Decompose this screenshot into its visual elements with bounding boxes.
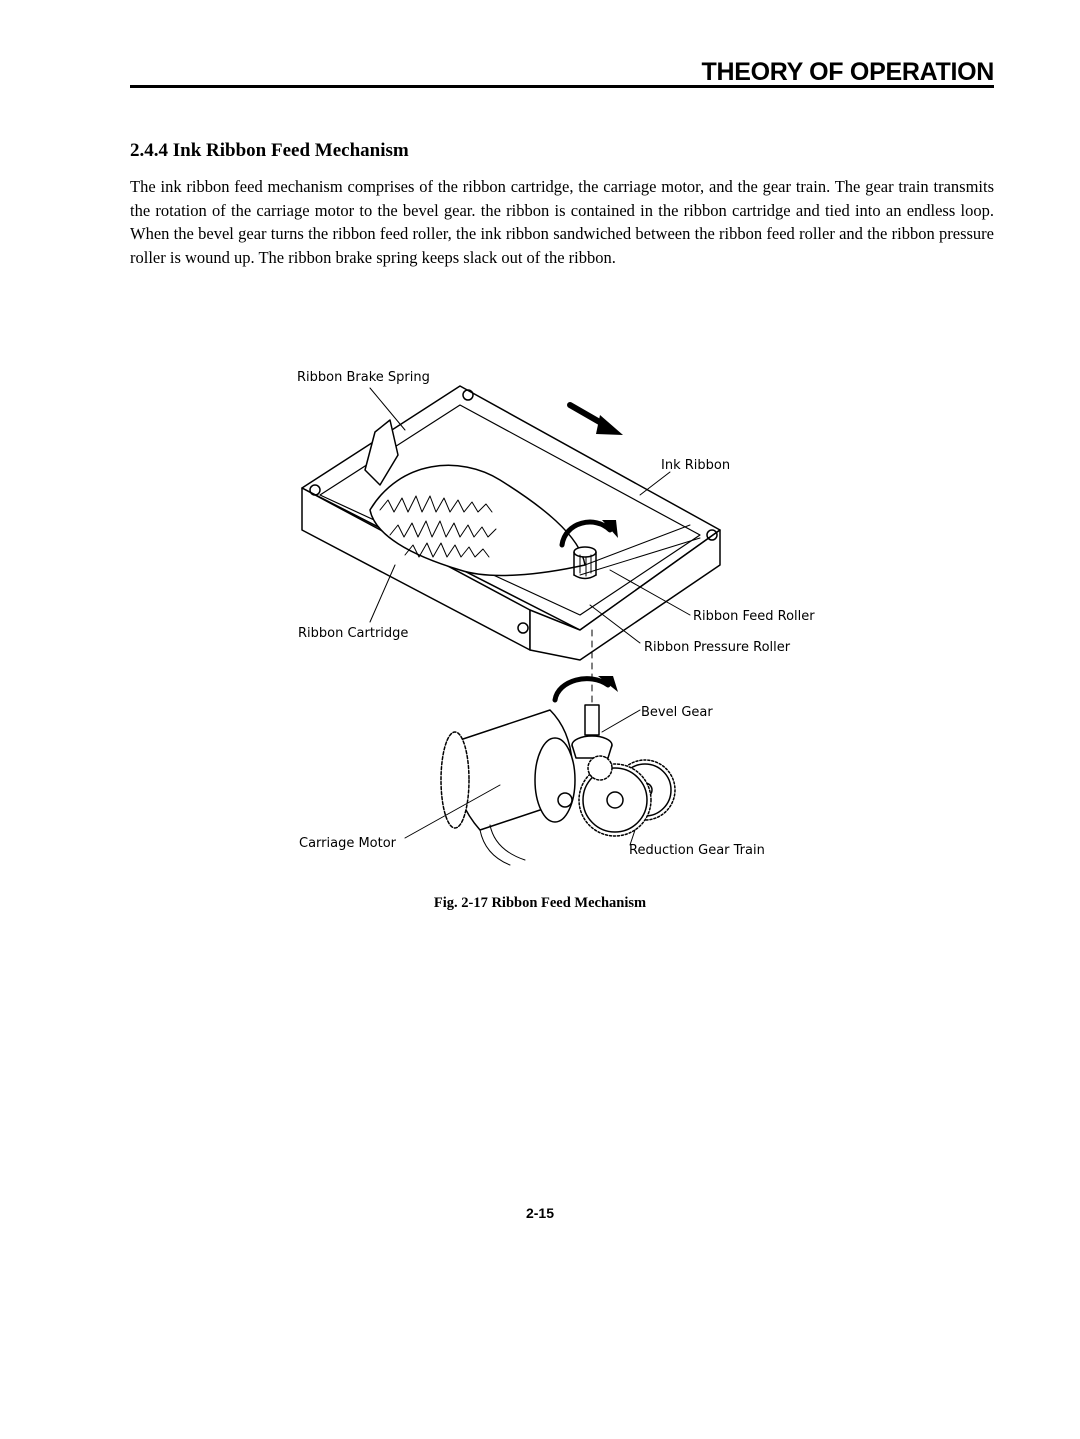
reduction-gear-train-drawing <box>578 755 676 837</box>
header-rule <box>130 85 994 88</box>
carriage-motor-drawing <box>440 709 576 866</box>
ribbon-cartridge-drawing <box>301 385 721 661</box>
label-ribbon-feed-roller: Ribbon Feed Roller <box>693 609 815 624</box>
label-ink-ribbon: Ink Ribbon <box>661 458 730 473</box>
page-number: 2-15 <box>525 1205 555 1221</box>
section-heading: 2.4.4 Ink Ribbon Feed Mechanism <box>130 140 409 161</box>
label-ribbon-pressure-roller: Ribbon Pressure Roller <box>644 640 791 655</box>
arrow-icons <box>552 402 623 703</box>
label-carriage-motor: Carriage Motor <box>299 836 397 851</box>
label-ribbon-cartridge: Ribbon Cartridge <box>298 626 408 641</box>
ribbon-feed-mechanism-figure: Ribbon Brake Spring Ink Ribbon Ribbon Fe… <box>280 360 850 880</box>
figure-caption: Fig. 2-17 Ribbon Feed Mechanism <box>433 895 647 911</box>
label-bevel-gear: Bevel Gear <box>641 705 713 720</box>
section-paragraph: The ink ribbon feed mechanism comprises … <box>130 177 994 267</box>
header-title: THEORY OF OPERATION <box>701 58 995 86</box>
label-ribbon-brake-spring: Ribbon Brake Spring <box>297 370 430 385</box>
label-reduction-gear-train: Reduction Gear Train <box>629 843 765 858</box>
bevel-gear-drawing <box>571 704 613 759</box>
